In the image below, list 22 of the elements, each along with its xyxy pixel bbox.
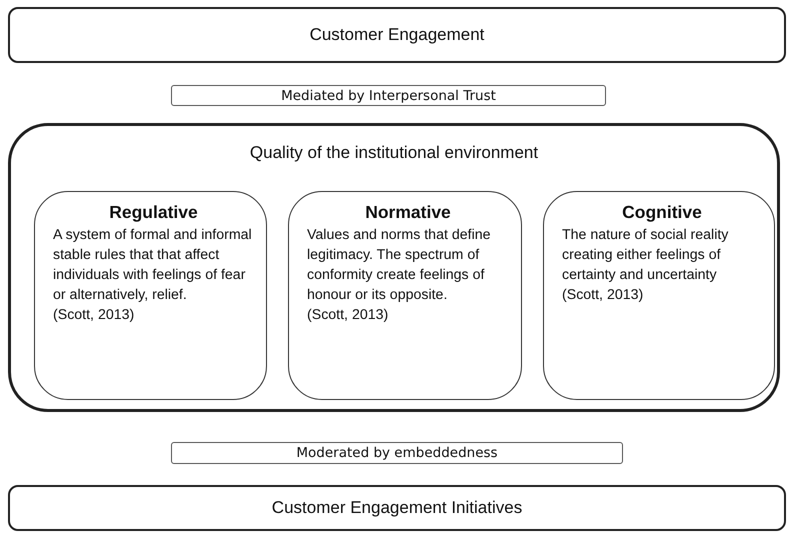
citation: (Scott, 2013) — [562, 286, 644, 305]
relation-label: Mediated by Interpersonal Trust — [281, 88, 496, 104]
relation-label-box — [171, 442, 623, 464]
pillar-card — [543, 191, 775, 400]
environment-container — [8, 123, 780, 412]
relation-label-box — [171, 85, 606, 106]
card-description: Values and norms that define legitimacy. The spectrum of conformity create feelings of honour or its opposite. — [307, 226, 492, 305]
stage-box — [8, 485, 786, 531]
pillar-card — [34, 191, 267, 400]
card-description: A system of formal and informal stable rules that that affect individuals with feelings of fear or alternatively, relief. — [53, 226, 253, 305]
card-description: The nature of social reality creating either feelings of certainty and uncertainty — [562, 226, 730, 285]
card-heading: Normative — [364, 202, 452, 223]
citation: (Scott, 2013) — [307, 306, 390, 325]
citation: (Scott, 2013) — [53, 306, 136, 325]
stage-box — [8, 7, 786, 63]
container-title: Quality of the institutional environment — [248, 143, 540, 163]
relation-label: Moderated by embeddedness — [296, 445, 498, 461]
stage-title: Customer Engagement Initiatives — [272, 498, 522, 518]
card-heading: Regulative — [108, 202, 199, 223]
pillar-card — [288, 191, 522, 400]
card-heading: Cognitive — [621, 202, 703, 223]
stage-title: Customer Engagement — [310, 25, 484, 45]
